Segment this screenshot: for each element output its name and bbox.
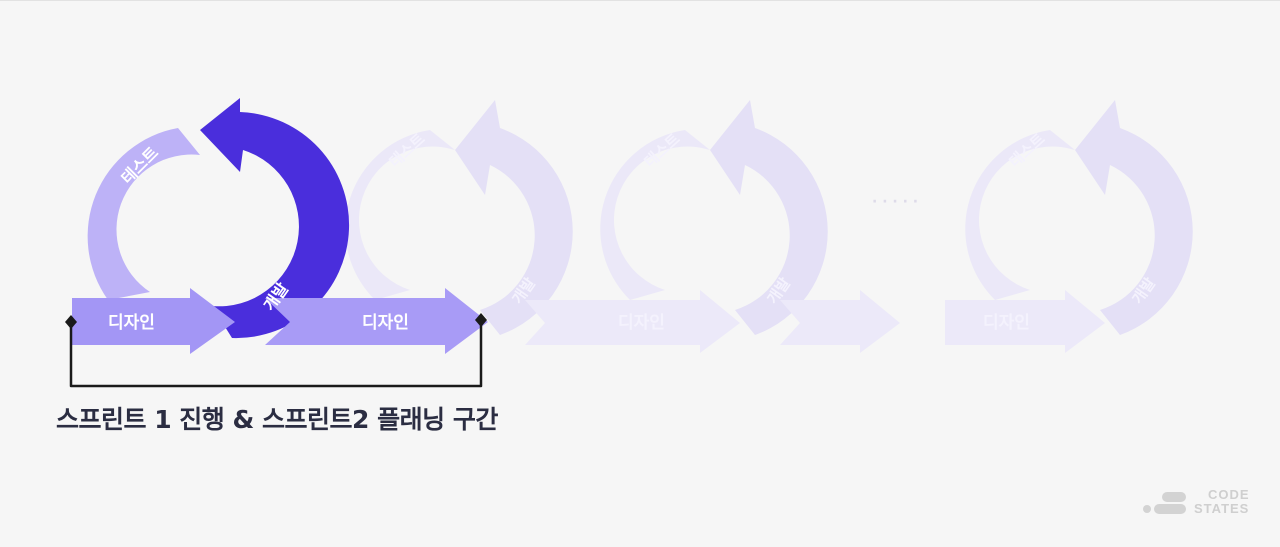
- test-arc: [87, 128, 200, 300]
- faded-design-arrow: [945, 290, 1105, 353]
- faded-cycle-2: 테스트 개발: [600, 100, 900, 353]
- faded-design-arrow: [525, 290, 740, 353]
- next-design-arrow: [265, 288, 488, 354]
- sprint-bracket: [65, 313, 487, 388]
- sprint-caption: 스프린트 1 진행 & 스프린트2 플래닝 구간: [56, 405, 498, 434]
- faded-design-label: 디자인: [983, 313, 1030, 333]
- code-states-logo: CODE STATES: [1142, 488, 1252, 518]
- faded-test-arc: [345, 130, 455, 300]
- faded-design-label: 디자인: [618, 313, 665, 333]
- next-design-label: 디자인: [362, 313, 409, 333]
- bracket-end-diamond: [475, 313, 487, 327]
- bracket-start-diamond: [65, 315, 77, 329]
- logo-text-line1: CODE: [1208, 487, 1250, 502]
- active-cycle: 테스트 개발 디자인 디자인: [72, 98, 488, 354]
- design-arrow: [72, 288, 235, 354]
- faded-design-arrow: [780, 290, 900, 353]
- faded-cycle-3: 테스트 개발 디자인: [945, 100, 1193, 353]
- design-label: 디자인: [108, 313, 155, 333]
- faded-dev-arc: [710, 100, 828, 335]
- dev-arc: [200, 98, 350, 339]
- logo-mark-icon: [1143, 492, 1186, 514]
- faded-dev-arc: [1075, 100, 1193, 335]
- logo-text-line2: STATES: [1194, 501, 1250, 516]
- faded-dev-arc: [455, 100, 573, 335]
- top-divider: [0, 0, 1280, 1]
- faded-test-arc: [600, 130, 710, 300]
- faded-test-arc: [965, 130, 1075, 300]
- ellipsis: · · · · ·: [872, 194, 918, 210]
